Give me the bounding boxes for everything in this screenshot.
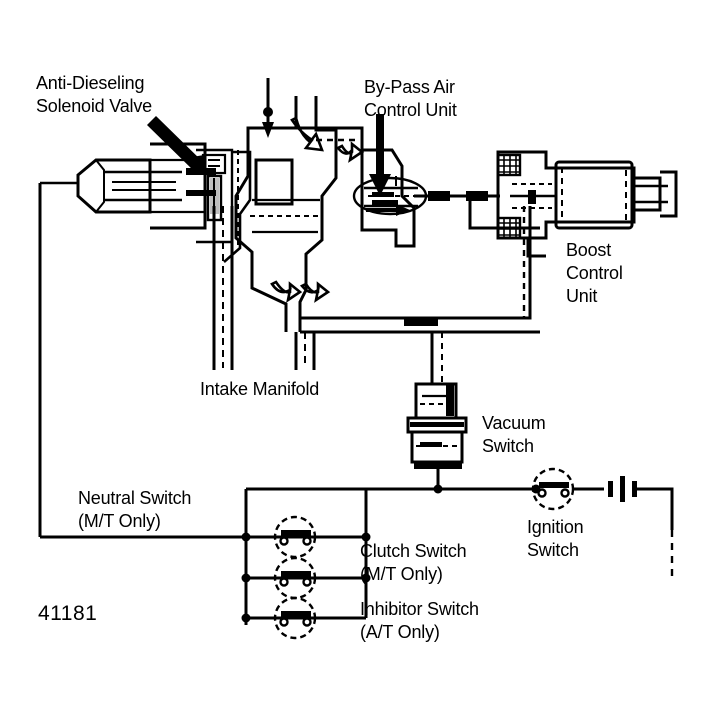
label-vacuum-switch: Vacuum Switch: [482, 413, 546, 456]
figure-number: 41181: [38, 602, 98, 625]
anti-dieseling-solenoid-valve-graphic: [40, 142, 252, 263]
vacuum-lines: [414, 191, 540, 318]
label-by-pass-air-control-unit: By-Pass Air Control Unit: [364, 77, 457, 120]
battery-symbol: [608, 476, 637, 502]
label-neutral-switch: Neutral Switch (M/T Only): [78, 488, 192, 531]
air-direction-arrows: [270, 116, 365, 303]
label-inhibitor-switch: Inhibitor Switch (A/T Only): [360, 599, 479, 642]
inhibitor-switch-symbol: [273, 596, 317, 640]
vacuum-switch-graphic: [406, 332, 468, 489]
electrical-circuit: [38, 183, 674, 640]
label-clutch-switch: Clutch Switch (M/T Only): [360, 541, 467, 584]
boost-control-unit-graphic: [496, 150, 678, 258]
bypass-air-leader-arrow: [369, 114, 391, 196]
intake-manifold-graphic: [212, 96, 540, 370]
label-boost-control-unit: Boost Control Unit: [566, 240, 623, 306]
label-anti-dieseling-solenoid-valve: Anti-Dieseling Solenoid Valve: [36, 73, 152, 116]
air-flow-arrow: [262, 78, 274, 138]
label-ignition-switch: Ignition Switch: [527, 517, 584, 560]
by-pass-air-control-unit-graphic: [352, 148, 428, 248]
anti-dieseling-leader-arrow: [147, 116, 208, 176]
label-intake-manifold: Intake Manifold: [200, 379, 320, 399]
